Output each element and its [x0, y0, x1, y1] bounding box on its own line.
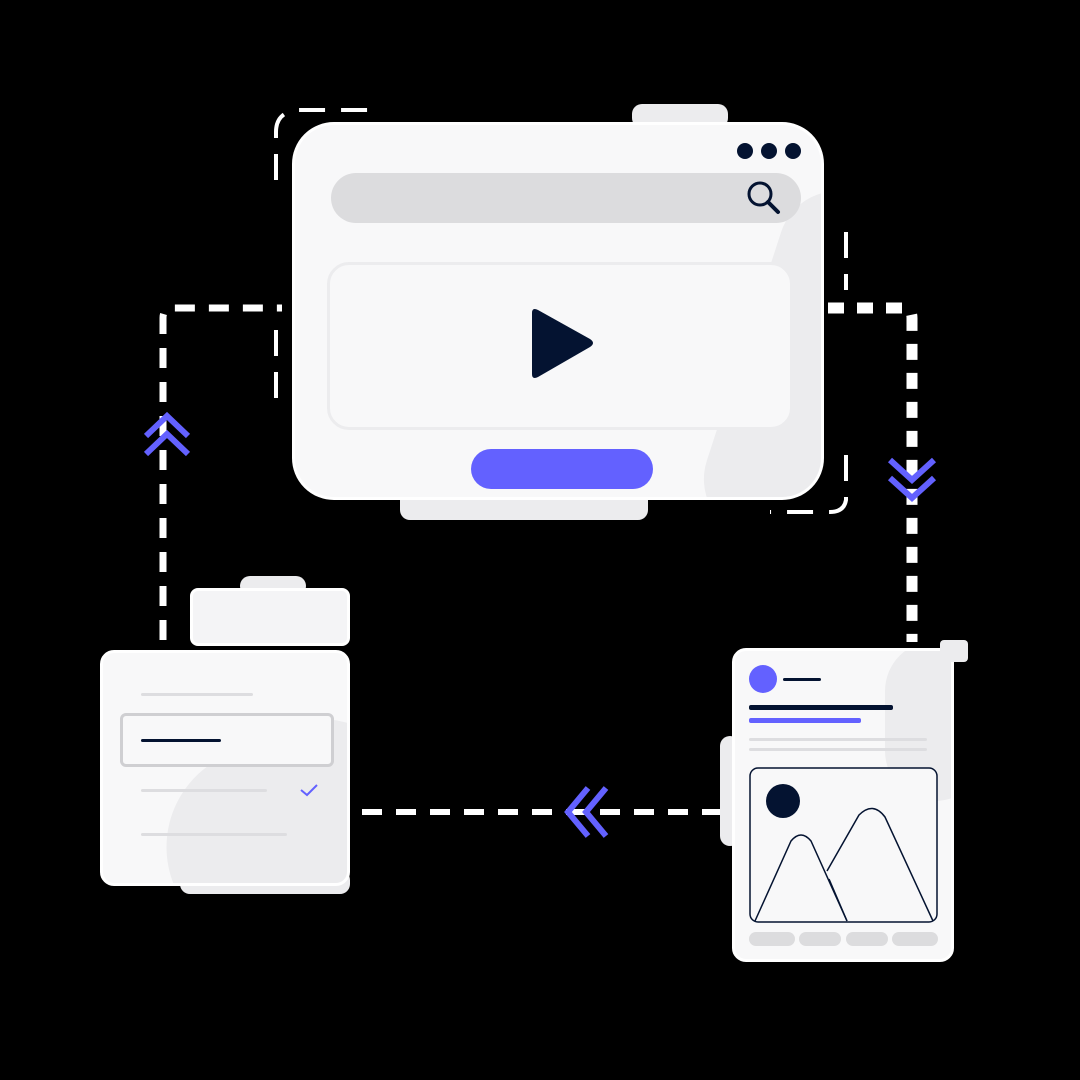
form-line-1	[141, 693, 253, 696]
post-action-share[interactable]	[846, 932, 888, 946]
double-chevron-left-icon	[564, 786, 609, 838]
search-icon[interactable]	[744, 178, 784, 218]
post-author-line	[783, 678, 821, 681]
form-header-tab	[190, 588, 350, 646]
post-action-save[interactable]	[892, 932, 938, 946]
form-line-3	[141, 833, 287, 836]
form-line-2	[141, 789, 267, 792]
form-card	[100, 650, 350, 886]
post-corner-shade	[940, 640, 968, 662]
check-icon[interactable]	[299, 782, 319, 798]
video-player[interactable]	[327, 262, 793, 430]
post-action-like[interactable]	[749, 932, 795, 946]
search-input[interactable]	[331, 173, 801, 223]
social-post-card	[732, 648, 954, 962]
primary-action-button[interactable]	[471, 449, 653, 489]
double-chevron-up-icon	[143, 411, 191, 457]
avatar[interactable]	[749, 665, 777, 693]
form-selected-field[interactable]	[120, 713, 334, 767]
post-title-line	[749, 705, 893, 710]
image-placeholder-icon	[749, 767, 938, 923]
play-icon[interactable]	[526, 307, 598, 387]
window-content	[295, 125, 821, 497]
post-link-line[interactable]	[749, 718, 861, 723]
connector-window-to-post	[828, 302, 918, 642]
post-text-line-1	[749, 738, 927, 741]
browser-window	[292, 122, 824, 500]
connector-form-to-window	[159, 304, 282, 640]
post-action-comment[interactable]	[799, 932, 841, 946]
three-dots-icon[interactable]	[737, 142, 801, 160]
post-text-line-2	[749, 748, 927, 751]
form-field-value-line	[141, 739, 221, 742]
double-chevron-down-icon	[887, 457, 937, 503]
